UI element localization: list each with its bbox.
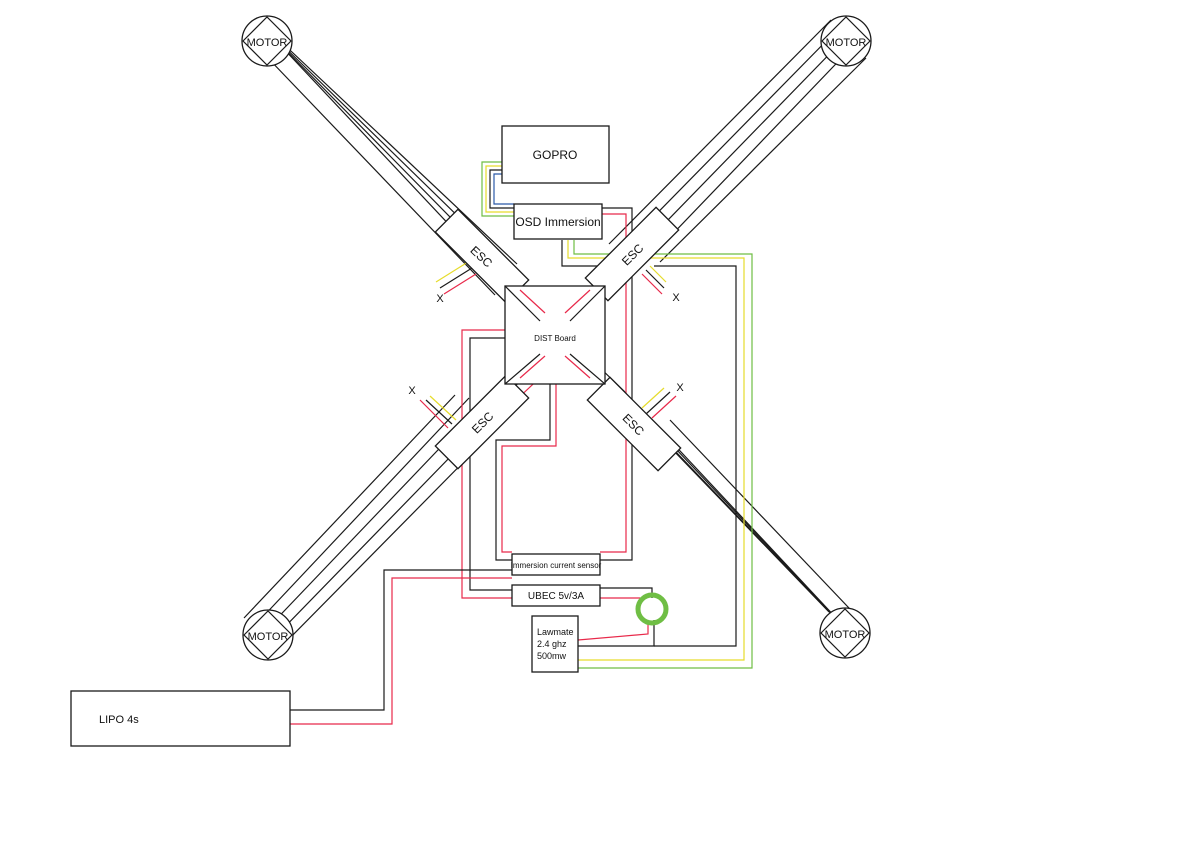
motor-top-right: MOTOR — [820, 15, 872, 67]
lawmate-label-line2: 2.4 ghz — [537, 639, 567, 649]
ubec-label: UBEC 5v/3A — [528, 591, 584, 602]
esc-bottom-left: ESC — [434, 374, 530, 470]
motor-bottom-right: MOTOR — [819, 607, 871, 659]
dist-board: DIST Board — [504, 285, 606, 385]
unused-wire-mark-top-left: X — [436, 293, 444, 305]
lipo-label: LIPO 4s — [99, 714, 139, 726]
gopro-label: GOPRO — [533, 148, 578, 162]
osd-label: OSD Immersion — [515, 215, 600, 229]
lawmate-vtx-box: Lawmate 2.4 ghz 500mw — [531, 615, 579, 673]
current-sensor-label: Immersion current sensor — [511, 561, 602, 570]
dist-board-label: DIST Board — [534, 334, 576, 343]
osd-box: OSD Immersion — [513, 203, 603, 240]
gopro-box: GOPRO — [501, 125, 610, 184]
esc-bottom-right: ESC — [586, 376, 682, 472]
ubec-box: UBEC 5v/3A — [511, 584, 601, 607]
motor-bottom-right-label: MOTOR — [825, 629, 866, 641]
ferrite-ring — [635, 592, 669, 626]
motor-top-left-label: MOTOR — [247, 37, 288, 49]
lipo-battery-box: LIPO 4s — [70, 690, 291, 747]
motor-bottom-left-label: MOTOR — [248, 631, 289, 643]
motor-bottom-left: MOTOR — [242, 609, 294, 661]
motor-top-right-label: MOTOR — [826, 37, 867, 49]
lawmate-label-line1: Lawmate — [537, 627, 574, 637]
unused-wire-mark-top-right: X — [672, 292, 680, 304]
esc-top-left: ESC — [434, 208, 530, 304]
current-sensor-box: Immersion current sensor — [511, 553, 602, 576]
lawmate-label-line3: 500mw — [537, 651, 567, 661]
unused-wire-mark-bottom-left: X — [408, 385, 416, 397]
motor-top-left: MOTOR — [241, 15, 293, 67]
unused-wire-mark-bottom-right: X — [676, 382, 684, 394]
